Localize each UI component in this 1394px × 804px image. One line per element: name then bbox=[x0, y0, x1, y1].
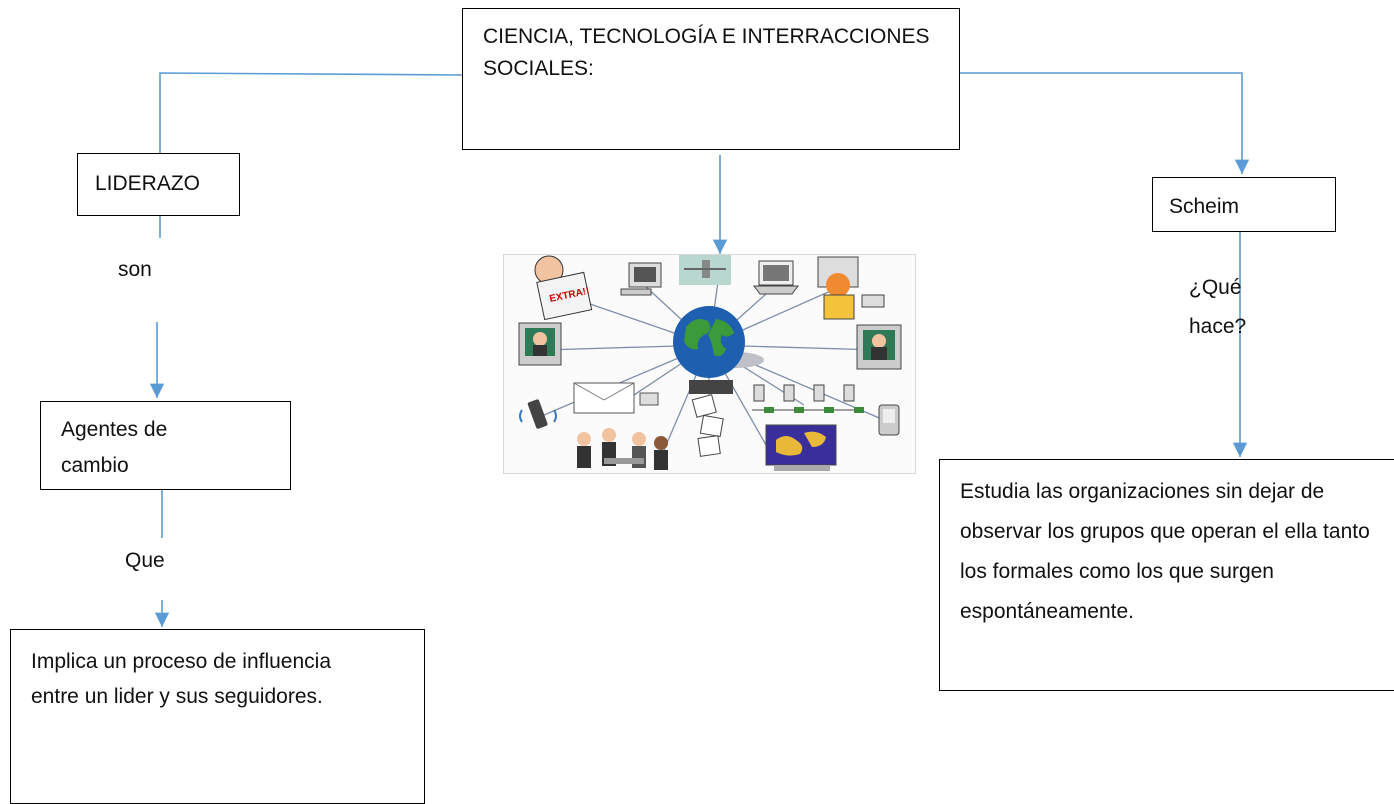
estudia-node: Estudia las organizaciones sin dejar de … bbox=[939, 459, 1394, 691]
agentes-de-cambio-node-text: Agentes de cambio bbox=[61, 418, 168, 477]
connector-title-to-liderazo bbox=[159, 72, 463, 153]
link-label-que: Que bbox=[125, 549, 165, 572]
business-meeting-icon bbox=[577, 428, 668, 470]
fax-documents-icon bbox=[689, 380, 733, 457]
satellite-icon bbox=[679, 255, 731, 285]
pda-icon bbox=[878, 404, 900, 436]
scheim-node: Scheim bbox=[1152, 177, 1336, 232]
globe-icon bbox=[673, 306, 764, 378]
server-network-icon bbox=[752, 384, 864, 413]
email-device-icon bbox=[573, 382, 659, 414]
liderazo-node-text: LIDERAZO bbox=[95, 172, 201, 195]
link-label-son: son bbox=[118, 258, 152, 281]
video-monitor-left-icon bbox=[518, 322, 562, 366]
estudia-node-text: Estudia las organizaciones sin dejar de … bbox=[960, 480, 1370, 623]
newspaper-reader-icon: EXTRA!! bbox=[534, 255, 593, 321]
cell-phone-icon bbox=[519, 399, 557, 429]
title-node: CIENCIA, TECNOLOGÍA E INTERRACCIONES SOC… bbox=[462, 8, 960, 150]
laptop-icon bbox=[753, 260, 799, 295]
implica-node-text: Implica un proceso de influencia entre u… bbox=[31, 650, 332, 708]
world-map-monitor-icon bbox=[765, 424, 837, 471]
scheim-node-text: Scheim bbox=[1169, 195, 1240, 218]
title-node-text: CIENCIA, TECNOLOGÍA E INTERRACCIONES SOC… bbox=[483, 25, 930, 80]
liderazo-node: LIDERAZO bbox=[77, 153, 240, 216]
implica-node: Implica un proceso de influencia entre u… bbox=[10, 629, 425, 804]
person-at-monitor-icon bbox=[817, 256, 885, 320]
video-monitor-right-icon bbox=[856, 324, 902, 370]
connector-title-to-scheim bbox=[960, 72, 1250, 174]
agentes-de-cambio-node: Agentes de cambio bbox=[40, 401, 291, 490]
global-network-icon: EXTRA!! bbox=[518, 255, 902, 471]
network-illustration: EXTRA!! bbox=[503, 254, 916, 474]
link-label-que-hace: ¿Qué hace? bbox=[1189, 276, 1247, 338]
desktop-computer-icon bbox=[620, 262, 662, 296]
